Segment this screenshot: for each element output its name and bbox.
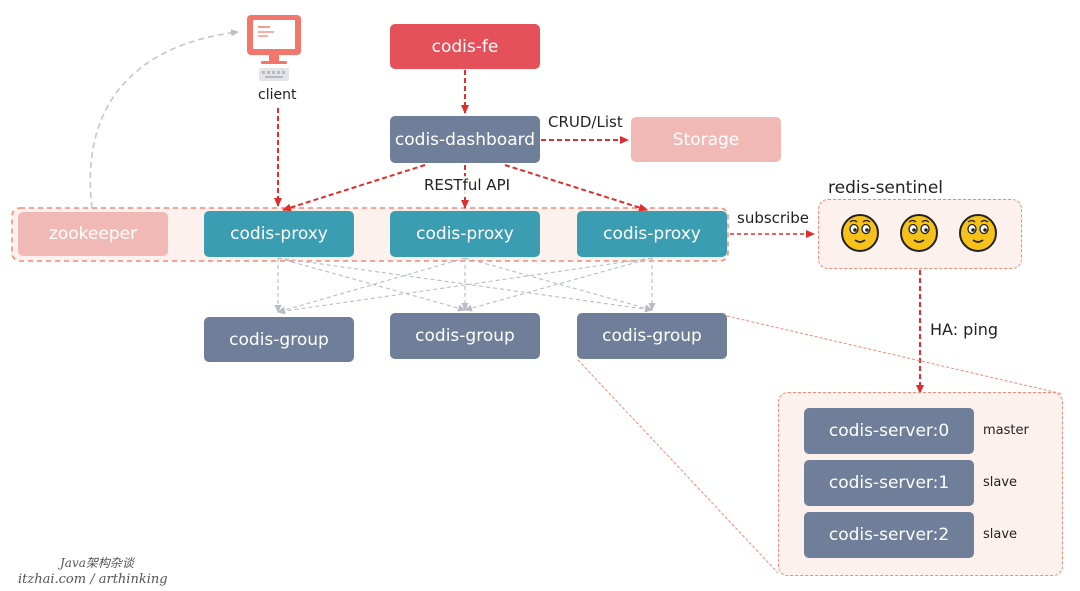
smiley-face-icon bbox=[841, 214, 879, 252]
codis-server-node-0[interactable]: codis-server:0 bbox=[804, 408, 974, 454]
zookeeper-client-link bbox=[89, 29, 239, 209]
codis-proxy-node-3[interactable]: codis-proxy bbox=[577, 211, 727, 257]
storage-node[interactable]: Storage bbox=[631, 117, 781, 162]
client-label: client bbox=[258, 87, 297, 103]
zookeeper-node[interactable]: zookeeper bbox=[18, 212, 168, 256]
proxy-cluster-frame bbox=[11, 207, 729, 262]
watermark-title: Java架构杂谈 bbox=[60, 556, 134, 570]
codis-group-node-1[interactable]: codis-group bbox=[204, 317, 354, 362]
restful-api-label: RESTful API bbox=[424, 176, 511, 194]
codis-group-node-3[interactable]: codis-group bbox=[577, 313, 727, 359]
codis-fe-node[interactable]: codis-fe bbox=[390, 24, 540, 69]
ha-ping-label: HA: ping bbox=[930, 320, 999, 339]
sentinel-title: redis-sentinel bbox=[828, 178, 944, 198]
codis-server-node-1[interactable]: codis-server:1 bbox=[804, 460, 974, 506]
codis-proxy-node-2[interactable]: codis-proxy bbox=[390, 211, 540, 257]
crud-list-label: CRUD/List bbox=[548, 113, 623, 131]
smiley-face-icon bbox=[959, 214, 997, 252]
server-role-1: slave bbox=[983, 475, 1018, 490]
server-role-2: slave bbox=[983, 527, 1018, 542]
codis-server-node-2[interactable]: codis-server:2 bbox=[804, 512, 974, 558]
codis-dashboard-node[interactable]: codis-dashboard bbox=[390, 116, 540, 163]
smiley-face-icon bbox=[900, 214, 938, 252]
proxy-group-mesh bbox=[274, 257, 656, 315]
monitor-icon bbox=[247, 15, 301, 81]
codis-group-node-2[interactable]: codis-group bbox=[390, 313, 540, 359]
group-expansion-lines bbox=[577, 315, 1064, 574]
server-role-0: master bbox=[983, 423, 1029, 438]
codis-proxy-node-1[interactable]: codis-proxy bbox=[204, 211, 354, 257]
control-arrows bbox=[274, 70, 924, 394]
subscribe-label: subscribe bbox=[737, 209, 809, 227]
watermark-url: itzhai.com / arthinking bbox=[18, 572, 168, 587]
